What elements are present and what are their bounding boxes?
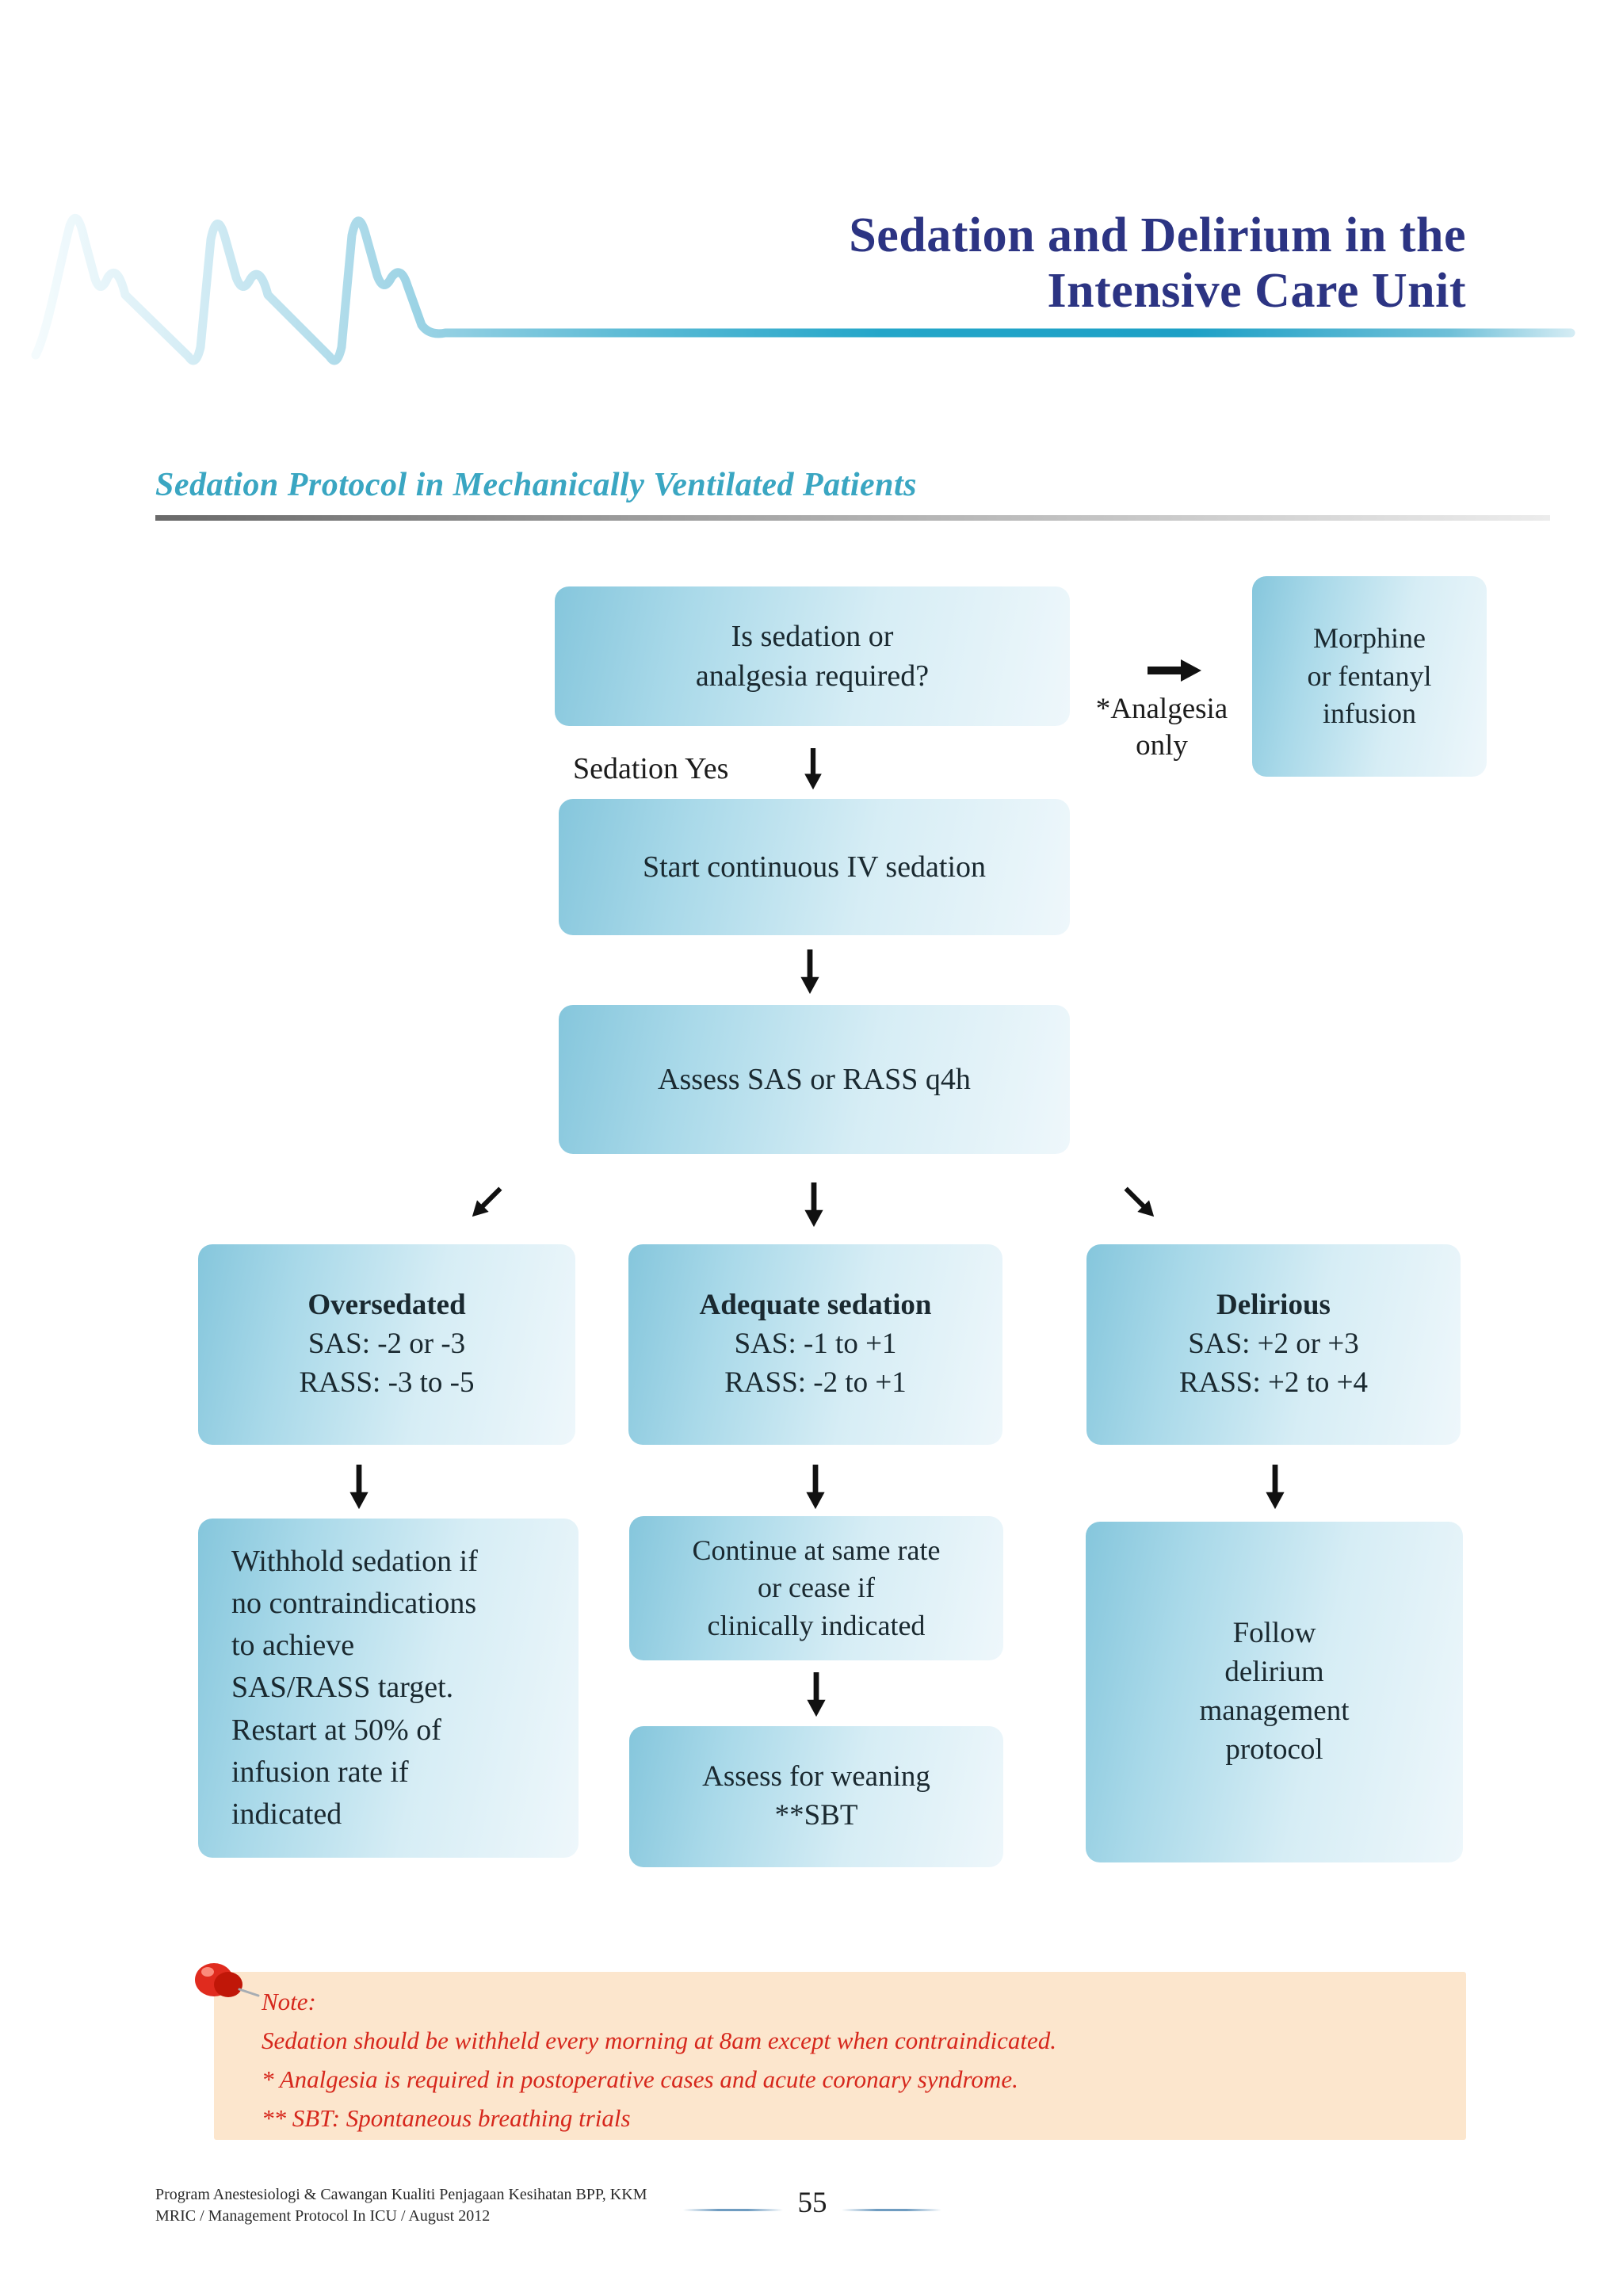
flow-box-morphine-line1: Morphine xyxy=(1313,622,1426,655)
ecg-waveform-icon xyxy=(31,213,1575,365)
flow-box-sedation-question: Is sedation or analgesia required? xyxy=(555,586,1070,726)
arrow-right-icon xyxy=(1148,659,1201,682)
flow-box-morphine: Morphine or fentanyl infusion xyxy=(1252,576,1487,777)
flow-box-oversedated-title: Oversedated xyxy=(307,1289,466,1322)
page-number-rule-right xyxy=(842,2209,941,2211)
arrow-down-icon xyxy=(804,748,822,790)
note-text: Note: Sedation should be withheld every … xyxy=(262,1983,1056,2138)
flow-box-morphine-line2: or fentanyl xyxy=(1307,659,1432,692)
page-title-line1: Sedation and Delirium in the xyxy=(849,208,1466,262)
section-heading: Sedation Protocol in Mechanically Ventil… xyxy=(155,467,918,503)
flow-box-adequate-title: Adequate sedation xyxy=(699,1289,932,1322)
flow-box-assess: Assess SAS or RASS q4h xyxy=(559,1005,1070,1154)
flow-box-continue-line3: clinically indicated xyxy=(707,1609,926,1641)
flow-box-follow-delirium: Follow delirium management protocol xyxy=(1086,1522,1463,1862)
arrow-down-icon xyxy=(804,1182,823,1228)
analgesia-only-line1: *Analgesia xyxy=(1095,693,1228,725)
analgesia-only-label: *Analgesia only xyxy=(1078,691,1246,765)
flow-box-weaning: Assess for weaning **SBT xyxy=(629,1726,1003,1867)
flow-box-delirious-title: Delirious xyxy=(1216,1289,1331,1322)
note-box xyxy=(214,1972,1466,2140)
pushpin-icon xyxy=(195,1963,260,1997)
flow-box-assess-text: Assess SAS or RASS q4h xyxy=(658,1062,971,1096)
footer-org-line1: Program Anestesiologi & Cawangan Kualiti… xyxy=(155,2186,647,2203)
flow-box-withhold-line3: to achieve xyxy=(231,1629,355,1663)
flow-box-weaning-line1: Assess for weaning xyxy=(702,1760,930,1794)
arrow-down-right-icon xyxy=(1124,1186,1155,1217)
flow-box-oversedated: Oversedated SAS: -2 or -3 RASS: -3 to -5 xyxy=(198,1244,575,1445)
page-number-rule-left xyxy=(683,2209,783,2211)
flow-box-start-sedation-text: Start continuous IV sedation xyxy=(642,850,987,884)
flow-box-delirious: Delirious SAS: +2 or +3 RASS: +2 to +4 xyxy=(1086,1244,1461,1445)
footer-credits: Program Anestesiologi & Cawangan Kualiti… xyxy=(155,2184,647,2227)
flow-box-morphine-line3: infusion xyxy=(1322,697,1416,730)
flow-box-follow-delirium-line3: management xyxy=(1199,1694,1350,1727)
flow-box-withhold-line6: infusion rate if xyxy=(231,1755,409,1789)
flow-box-continue-line1: Continue at same rate xyxy=(692,1534,941,1566)
flow-box-adequate-rass: RASS: -2 to +1 xyxy=(724,1366,907,1399)
flow-box-sedation-question-line1: Is sedation or xyxy=(731,619,894,653)
arrow-down-icon xyxy=(807,1672,826,1717)
flow-box-weaning-line2: **SBT xyxy=(774,1799,858,1832)
flow-box-follow-delirium-line1: Follow xyxy=(1232,1617,1316,1650)
note-line3: ** SBT: Spontaneous breathing trials xyxy=(262,2103,631,2132)
page-title-line2: Intensive Care Unit xyxy=(1047,264,1466,319)
flow-box-adequate-sas: SAS: -1 to +1 xyxy=(734,1328,897,1361)
flow-box-withhold-line5: Restart at 50% of xyxy=(231,1713,441,1747)
flow-box-withhold-line4: SAS/RASS target. xyxy=(231,1671,454,1705)
arrow-down-icon xyxy=(1266,1465,1285,1510)
note-line2: * Analgesia is required in postoperative… xyxy=(262,2065,1018,2093)
arrow-down-icon xyxy=(806,1465,825,1510)
footer-org-line2: MRIC / Management Protocol In ICU / Augu… xyxy=(155,2207,491,2225)
flow-box-delirious-rass: RASS: +2 to +4 xyxy=(1178,1366,1369,1399)
section-heading-rule xyxy=(155,515,1550,521)
flow-box-withhold: Withhold sedation if no contraindication… xyxy=(198,1519,579,1858)
flow-box-sedation-question-line2: analgesia required? xyxy=(695,659,930,693)
flow-box-follow-delirium-line4: protocol xyxy=(1225,1733,1323,1766)
page-number: 55 xyxy=(797,2187,827,2219)
flow-box-start-sedation: Start continuous IV sedation xyxy=(559,799,1070,935)
flow-box-oversedated-rass: RASS: -3 to -5 xyxy=(299,1366,475,1399)
flow-box-oversedated-sas: SAS: -2 or -3 xyxy=(307,1328,466,1361)
arrow-down-icon xyxy=(349,1465,369,1510)
flow-box-continue: Continue at same rate or cease if clinic… xyxy=(629,1516,1003,1660)
sedation-yes-label: Sedation Yes xyxy=(573,752,729,785)
flow-box-adequate: Adequate sedation SAS: -1 to +1 RASS: -2… xyxy=(628,1244,1002,1445)
flow-box-delirious-sas: SAS: +2 or +3 xyxy=(1188,1328,1359,1361)
flow-box-withhold-line1: Withhold sedation if xyxy=(231,1544,478,1578)
note-label: Note: xyxy=(262,1988,316,2015)
page-title: Sedation and Delirium in the Intensive C… xyxy=(849,208,1466,319)
note-line1: Sedation should be withheld every mornin… xyxy=(262,2026,1056,2054)
flow-box-continue-line2: or cease if xyxy=(758,1572,875,1604)
flow-box-follow-delirium-line2: delirium xyxy=(1224,1656,1324,1689)
arrow-down-left-icon xyxy=(472,1186,502,1217)
arrow-down-icon xyxy=(800,949,819,995)
flow-box-withhold-line7: indicated xyxy=(231,1797,342,1831)
analgesia-only-line2: only xyxy=(1136,729,1188,762)
flow-box-withhold-line2: no contraindications xyxy=(231,1587,477,1621)
